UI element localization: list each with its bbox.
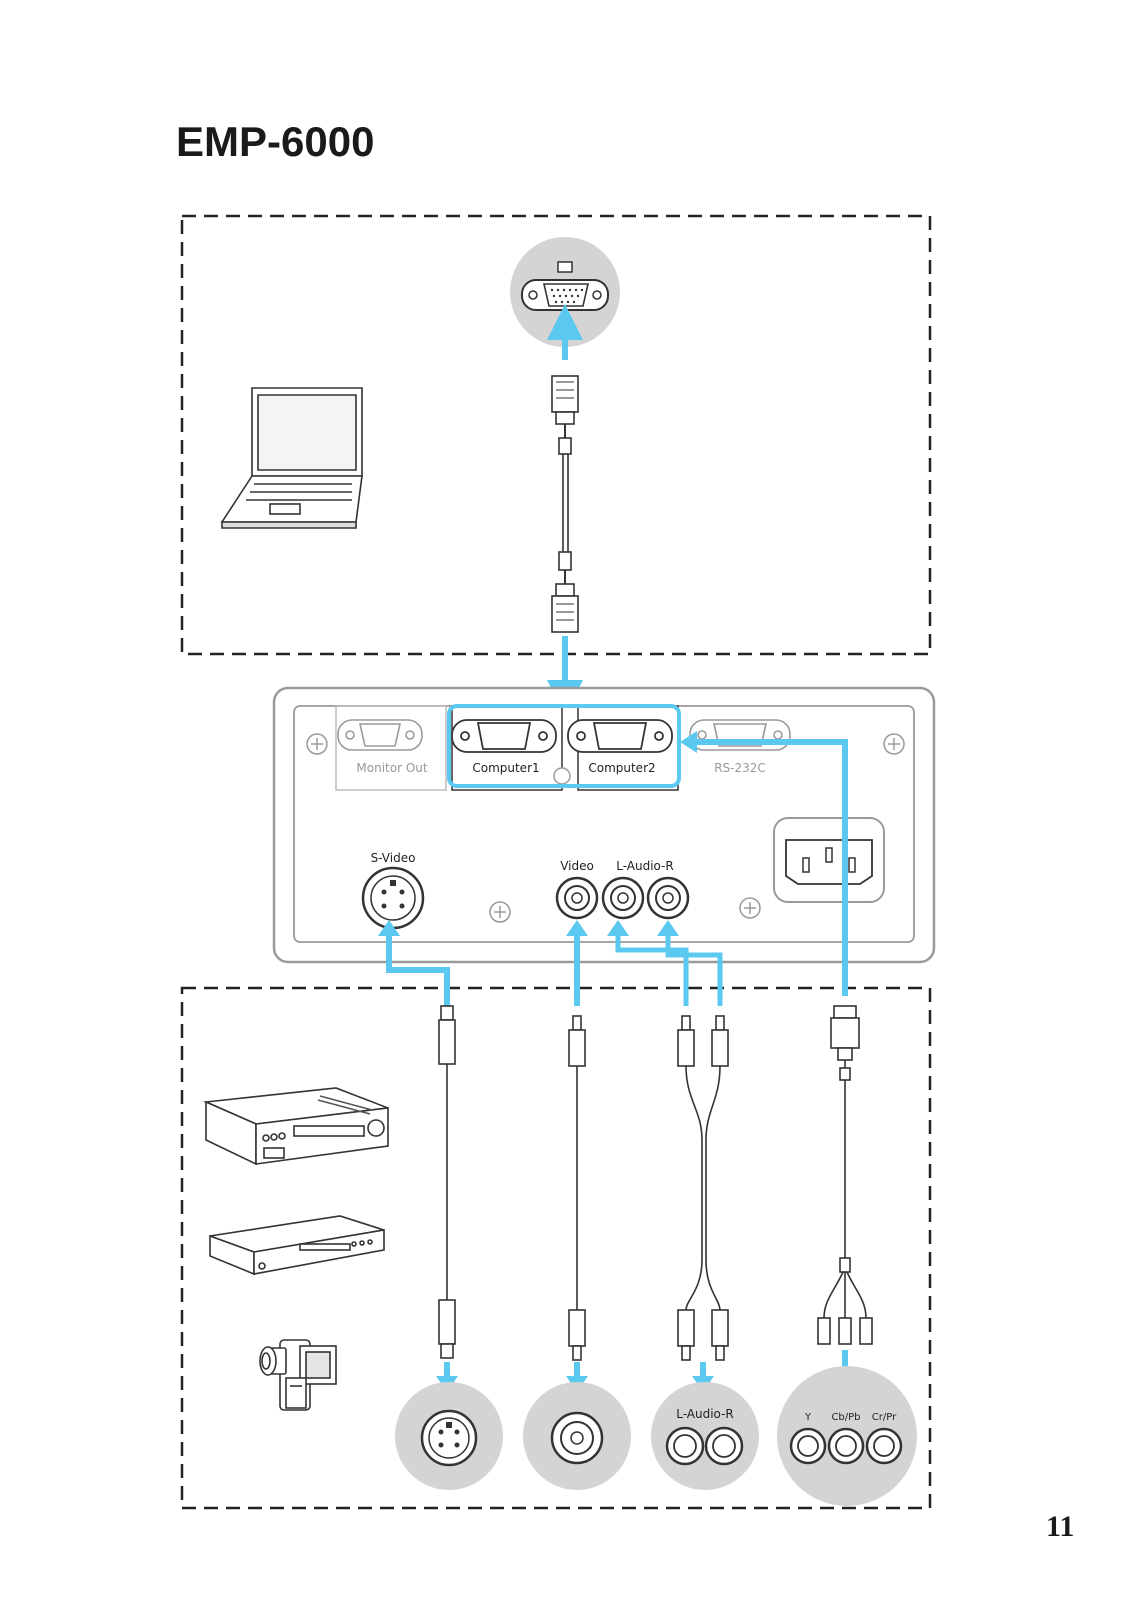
source-cb-pb-label: Cb/Pb [831,1412,860,1423]
audio-label: L-Audio-R [616,859,674,873]
laptop-icon [220,387,363,529]
video-source-region [180,986,932,1510]
power-inlet [773,817,885,903]
source-audio-port-icon: L-Audio-R [651,1382,759,1490]
video-cable [568,1015,586,1361]
video-rca-port [555,876,599,920]
s-video-port [361,866,425,930]
rs232c-label: RS-232C [714,761,766,775]
source-y-label: Y [804,1412,812,1423]
s-video-label: S-Video [371,851,416,865]
computer-cable [547,304,583,716]
rs232c-port [689,719,791,751]
component-arrowhead [680,731,697,753]
dvd-player-icon [209,1215,385,1276]
component-cable-route [690,739,848,996]
page-title: EMP-6000 [176,118,375,165]
s-video-cable [438,1005,456,1359]
computer1-label: Computer1 [472,761,539,775]
source-cr-pr-label: Cr/Pr [872,1412,897,1423]
computer-monitor-port-icon [510,237,620,347]
source-s-video-port-icon [395,1382,503,1490]
computer2-label: Computer2 [588,761,655,775]
computer1-port [451,719,557,753]
s-video-cable-route [386,935,450,1006]
projector-rear-panel: Monitor Out Computer1 Computer2 RS-232C … [272,686,936,964]
source-video-port-icon [523,1382,631,1490]
audio-cable-route [615,935,723,1006]
camcorder-icon [259,1339,337,1411]
monitor-out-port [337,719,423,751]
computer2-port [567,719,673,753]
video-label: Video [560,859,594,873]
vcr-icon [202,1087,389,1166]
source-component-port-icon: Y Cb/Pb Cr/Pr [777,1366,917,1506]
audio-left-rca-port [601,876,645,920]
monitor-out-label: Monitor Out [356,761,427,775]
component-cable [817,1005,873,1345]
page-number: 11 [1046,1510,1075,1543]
computer-source-region [180,214,932,656]
audio-right-rca-port [646,876,690,920]
source-audio-label: L-Audio-R [676,1407,734,1421]
audio-cable [677,1015,729,1361]
